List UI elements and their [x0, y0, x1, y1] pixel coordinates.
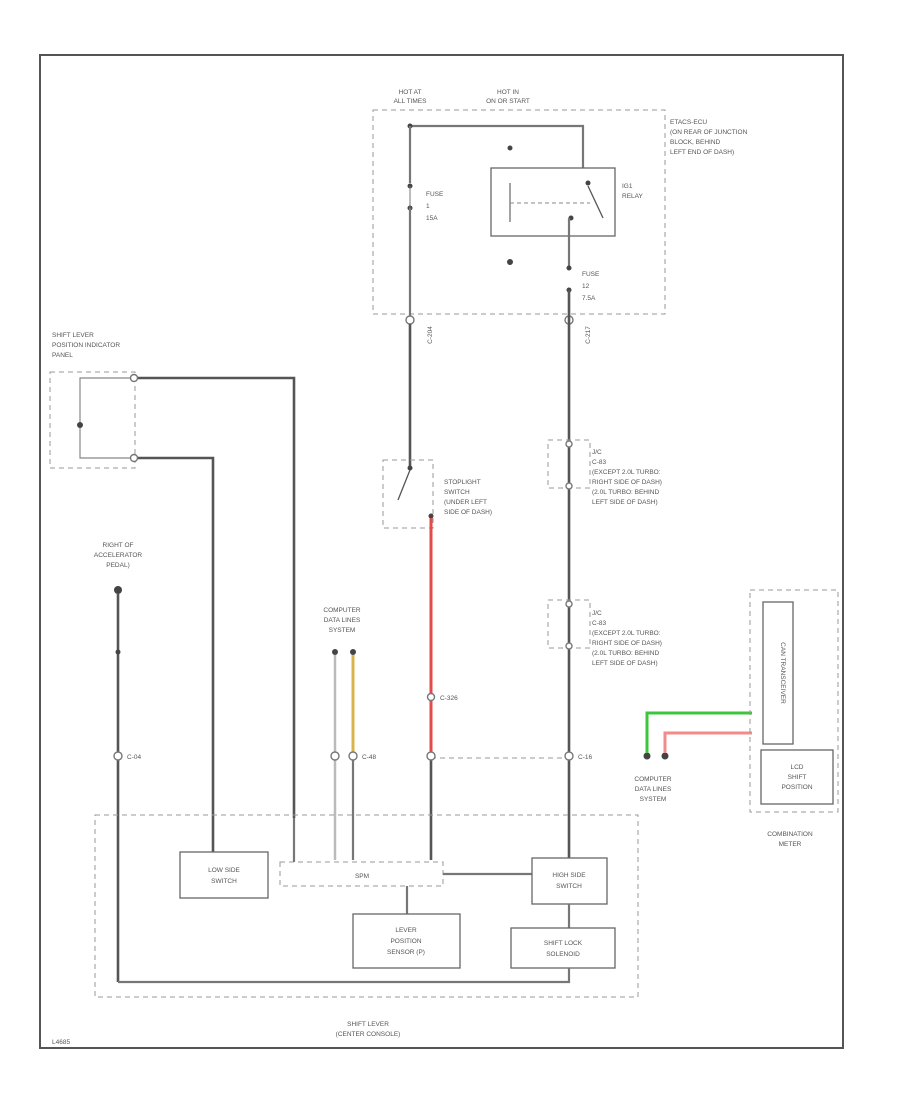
low-side-switch-box	[179, 851, 269, 899]
c16-connector	[564, 751, 574, 761]
c04-connector	[113, 751, 123, 761]
indicator-lamp-circuit	[79, 377, 130, 459]
lcd-shift-position-box	[760, 749, 834, 805]
jc2-terminal-top	[565, 600, 573, 608]
meter-data-dot-red	[661, 752, 669, 760]
meter-can-low-wire	[663, 731, 752, 753]
stoplight-switch-arm	[397, 469, 411, 501]
c48-connector-b	[348, 751, 358, 761]
jc1-terminal-top	[565, 440, 573, 448]
ig1-relay-box	[490, 167, 616, 237]
stoplight-contact-top	[407, 465, 413, 471]
accel-ground-point	[114, 586, 122, 594]
c217-label: C-217	[585, 326, 592, 344]
c48-connector-a	[330, 751, 340, 761]
meter-data-dot-green	[643, 752, 651, 760]
ground-return-wire	[118, 968, 571, 984]
indicator-lower-pin	[129, 453, 139, 463]
stoplight-contact-bottom	[428, 513, 434, 519]
data-line-white-start	[332, 649, 338, 655]
c204-connector	[405, 315, 415, 325]
indicator-upper-wire	[137, 376, 296, 818]
corner-code: L4685	[52, 1039, 70, 1046]
stoplight-switch-box	[382, 459, 434, 529]
meter-can-high-wire	[645, 711, 752, 753]
indicator-upper-pin	[129, 373, 139, 383]
diagram-frame	[39, 54, 844, 1049]
c326-label: C-326	[440, 695, 458, 702]
relay-switch-arm	[587, 185, 604, 219]
shift-lever-label: SHIFT LEVER(CENTER CONSOLE)	[336, 1021, 401, 1038]
relay-contact-top	[585, 180, 591, 186]
indicator-lamp	[77, 422, 83, 428]
c326-row-connector	[426, 751, 436, 761]
spm-label: SPM	[355, 873, 369, 880]
data-line-yellow-start	[350, 649, 356, 655]
shift-lock-solenoid-box	[510, 927, 616, 969]
c16-label: C-16	[578, 754, 592, 761]
c204-label: C-204	[427, 326, 434, 344]
jc2-terminal-bottom	[565, 642, 573, 650]
hot-dot-1	[507, 145, 513, 151]
can-transceiver-label: CAN TRANSCEIVER	[779, 642, 786, 704]
high-side-switch-box	[531, 857, 608, 905]
c326-connector	[426, 692, 436, 702]
shift-lever-box	[94, 814, 639, 998]
accel-splice-dot	[115, 649, 121, 655]
lever-position-sensor-box	[352, 913, 461, 969]
combination-meter-box	[749, 589, 839, 813]
power-bus-wire	[410, 124, 585, 178]
c04-label: C-04	[127, 754, 141, 761]
fuse-12-terminal-top	[566, 265, 572, 271]
indicator-lower-wire	[137, 456, 215, 860]
spm-box	[279, 861, 444, 887]
indicator-panel-box	[49, 371, 136, 469]
etacs-ecu-box	[372, 109, 666, 315]
c48-label: C-48	[362, 754, 376, 761]
jc1-terminal-bottom	[565, 482, 573, 490]
can-transceiver-box	[762, 601, 794, 745]
hot-dot-2	[507, 259, 513, 265]
